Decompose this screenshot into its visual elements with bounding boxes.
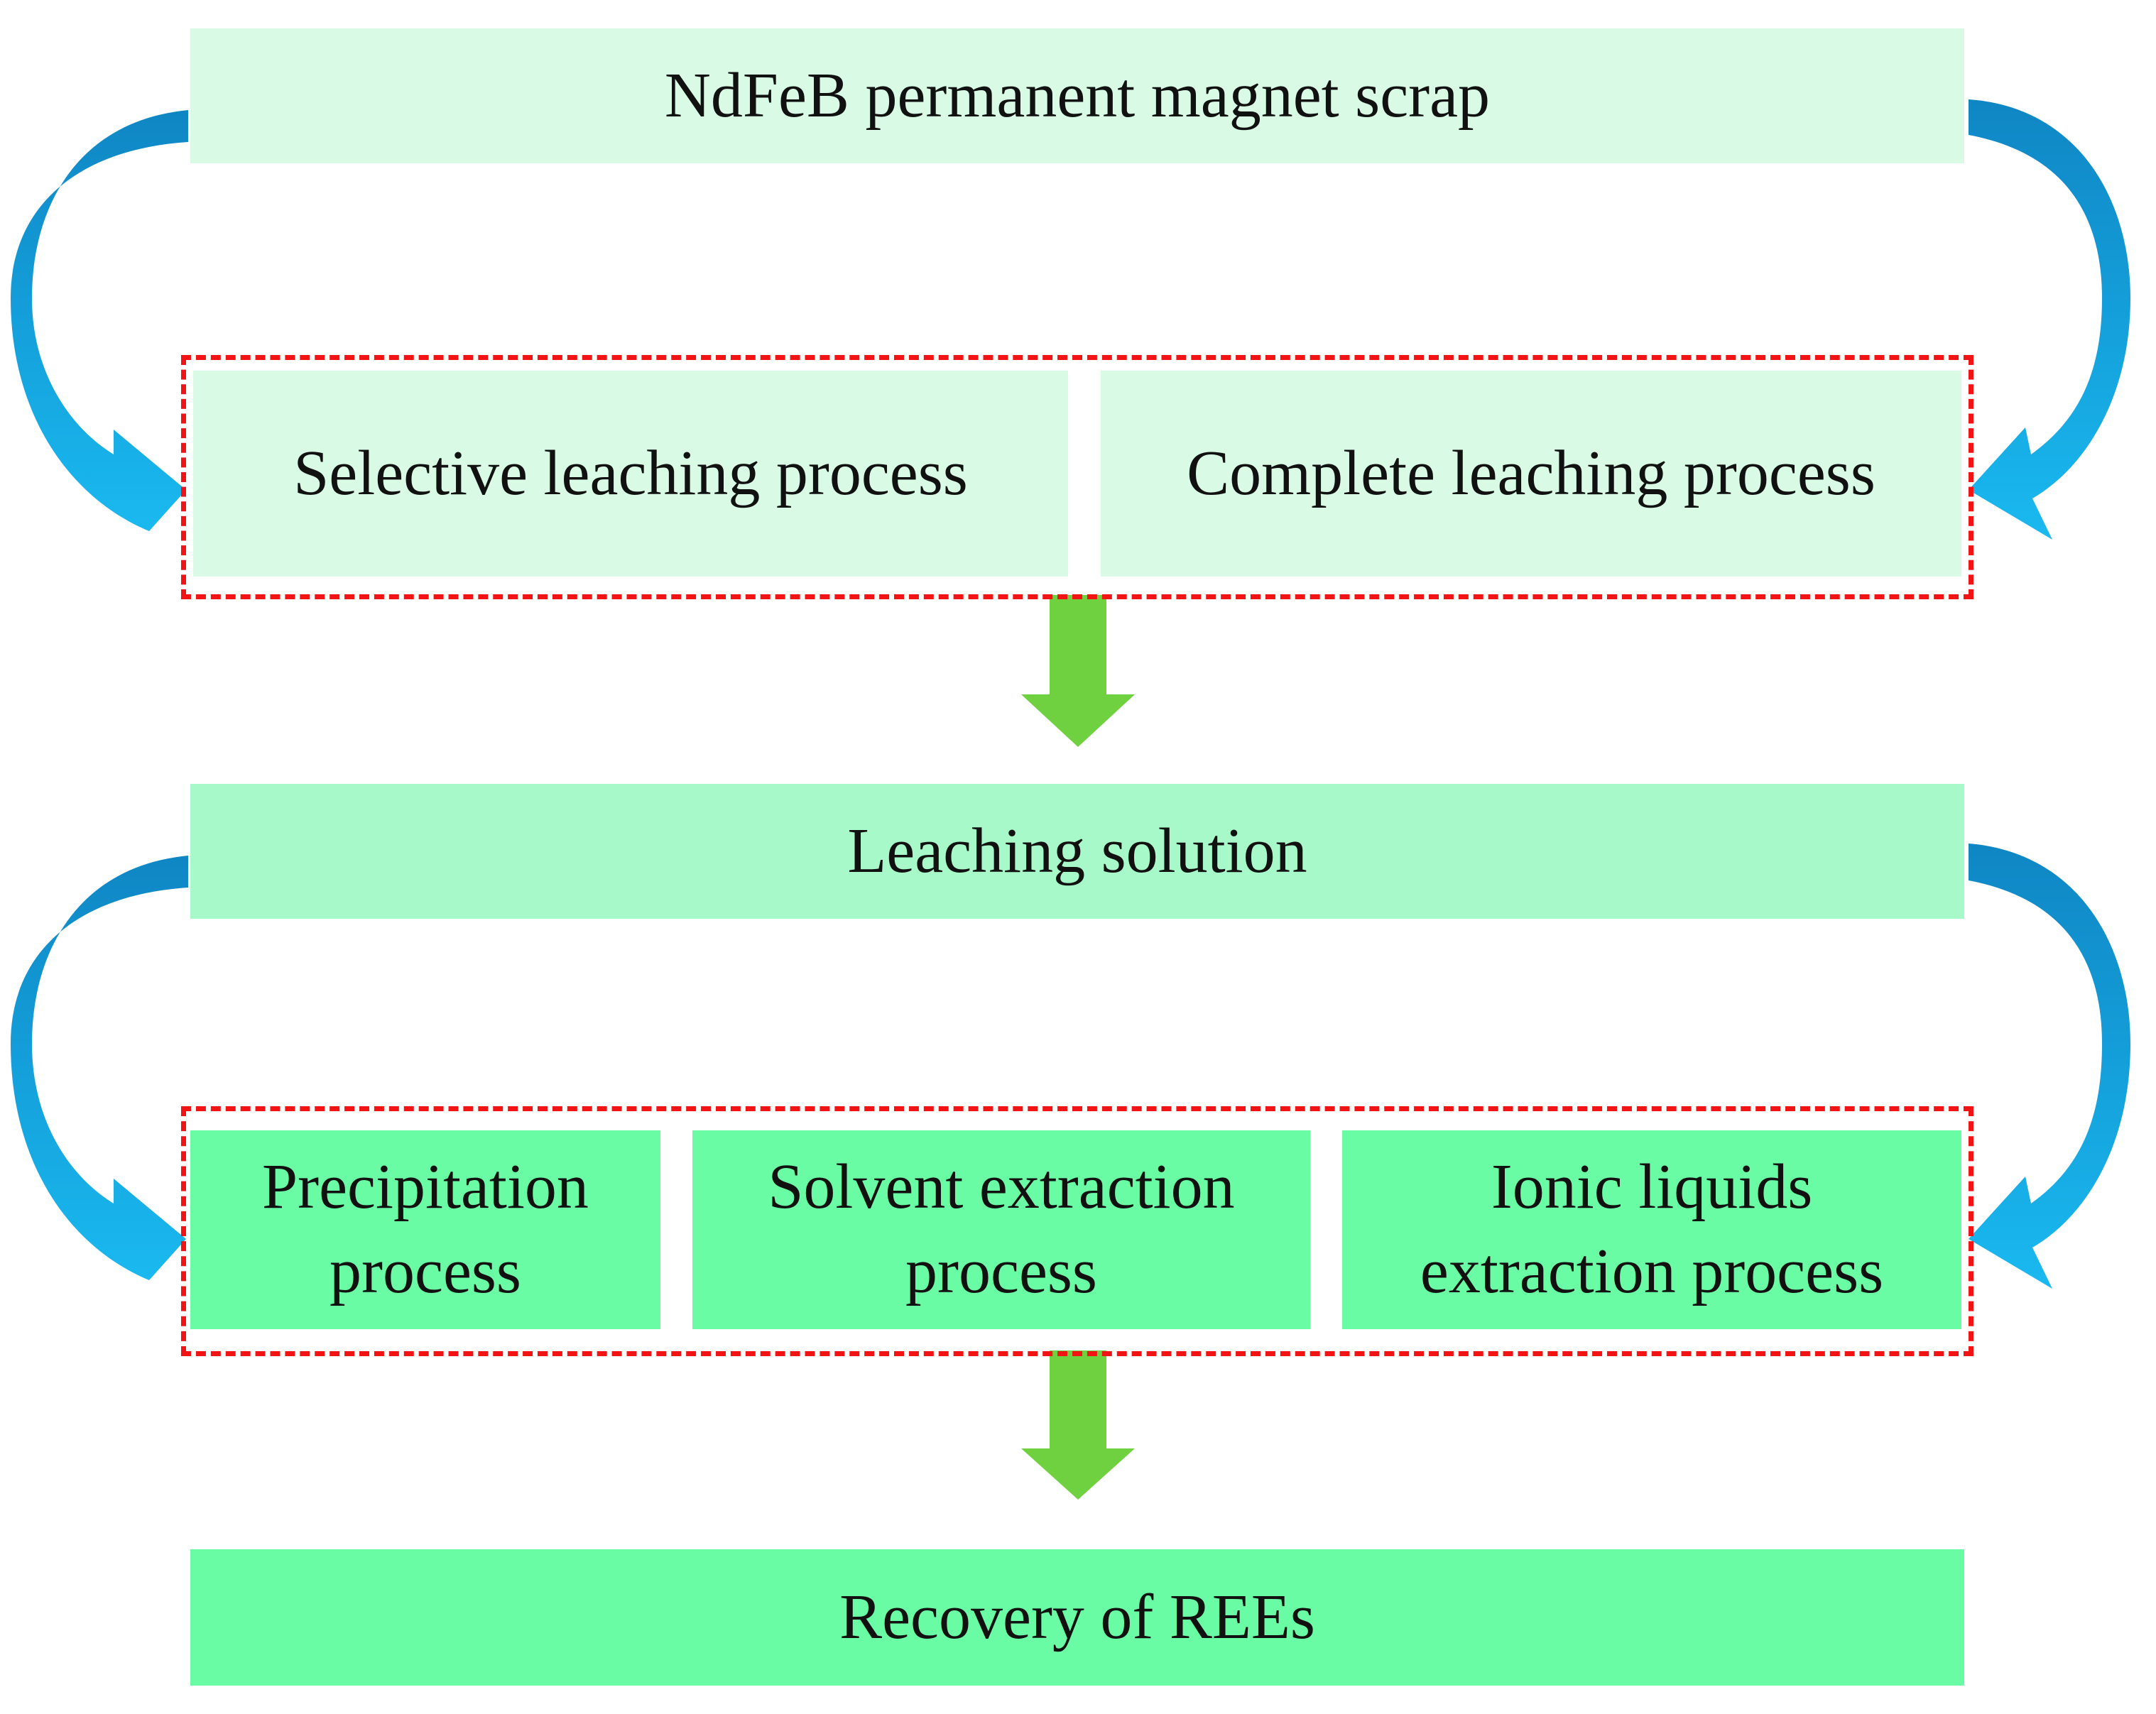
leaching-options-group xyxy=(181,355,1973,599)
node-selective-leaching-label: Selective leaching process xyxy=(293,437,968,508)
node-ionic-liquids-label: Ionic liquids extraction process xyxy=(1420,1152,1884,1306)
node-recovery-rees-label: Recovery of REEs xyxy=(839,1581,1315,1652)
node-leaching-solution-label: Leaching solution xyxy=(847,815,1307,886)
node-solvent-extraction-label: Solvent extraction process xyxy=(768,1152,1235,1306)
node-selective-leaching: Selective leaching process xyxy=(193,371,1068,577)
curved-arrow-to-selective-leaching xyxy=(11,110,188,531)
block-arrow-to-recovery xyxy=(1021,1350,1135,1500)
curved-arrow-to-complete-leaching xyxy=(1969,99,2130,540)
node-leaching-solution: Leaching solution xyxy=(190,784,1964,919)
block-arrow-to-leaching-solution xyxy=(1021,595,1135,747)
node-recovery-rees: Recovery of REEs xyxy=(190,1549,1964,1686)
node-ionic-liquids: Ionic liquids extraction process xyxy=(1342,1130,1961,1329)
curved-arrow-to-ionic-liquids xyxy=(1969,844,2130,1289)
node-complete-leaching-label: Complete leaching process xyxy=(1187,437,1875,508)
node-solvent-extraction: Solvent extraction process xyxy=(692,1130,1310,1329)
node-ndfeb-scrap-label: NdFeB permanent magnet scrap xyxy=(664,60,1491,131)
curved-arrow-to-precipitation xyxy=(11,856,188,1280)
separation-options-group xyxy=(181,1106,1973,1356)
node-precipitation: Precipitation process xyxy=(190,1130,660,1329)
node-complete-leaching: Complete leaching process xyxy=(1101,371,1961,577)
node-precipitation-label: Precipitation process xyxy=(262,1152,589,1306)
node-ndfeb-scrap: NdFeB permanent magnet scrap xyxy=(190,28,1964,163)
